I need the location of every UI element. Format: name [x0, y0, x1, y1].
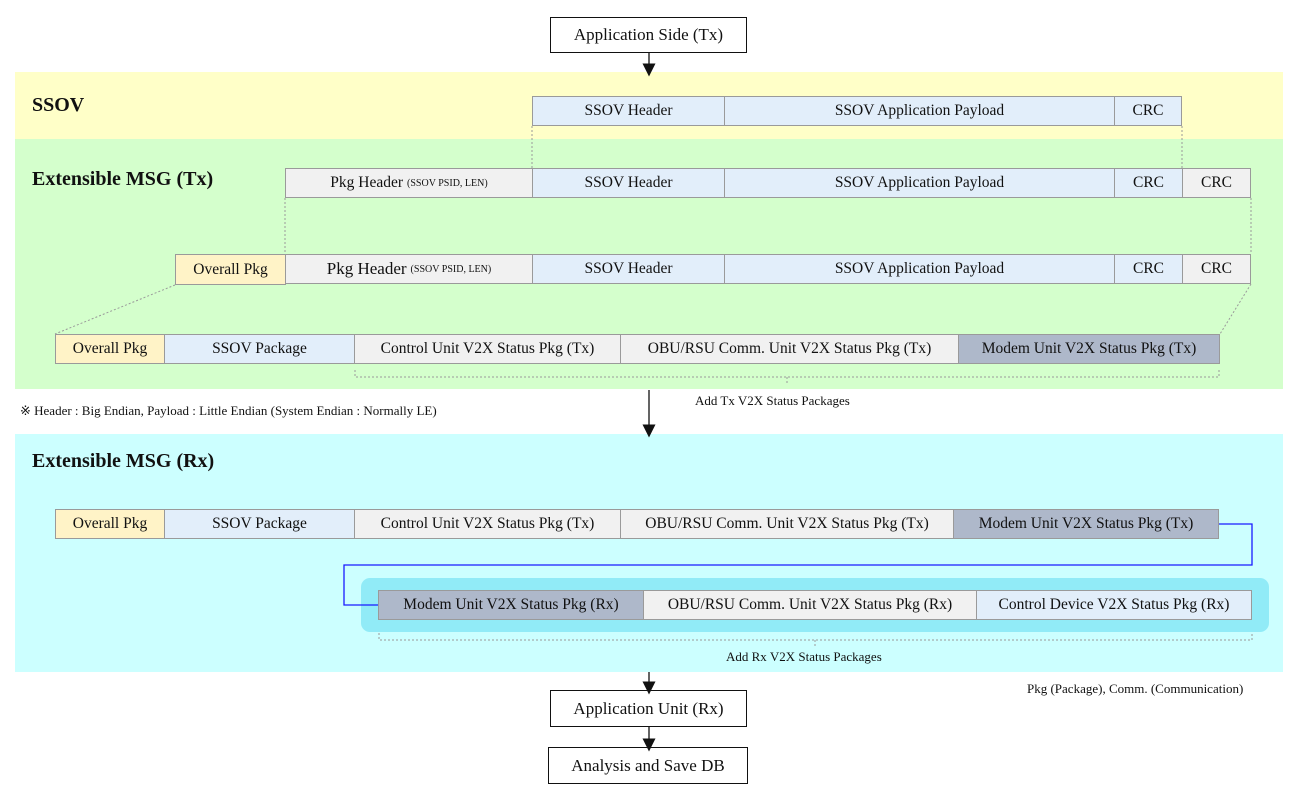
- tx-row3-modem-unit-cell: Modem Unit V2X Status Pkg (Tx): [958, 334, 1220, 364]
- rx-row1-obu-rsu-cell: OBU/RSU Comm. Unit V2X Status Pkg (Tx): [620, 509, 954, 539]
- add-tx-status-packages-note: Add Tx V2X Status Packages: [695, 393, 850, 408]
- application-unit-rx-label: Application Unit (Rx): [573, 698, 724, 718]
- tx-row3-ssov-package-label: SSOV Package: [212, 340, 307, 357]
- ssov-header-label: SSOV Header: [584, 102, 673, 119]
- tx-row1-ssov-header-label: SSOV Header: [584, 174, 673, 191]
- analysis-save-db-label: Analysis and Save DB: [571, 755, 725, 775]
- rx-row1-ssov-package-cell: SSOV Package: [164, 509, 355, 539]
- tx-row2-pkg-crc-label: CRC: [1200, 260, 1232, 277]
- modem-link-line: [343, 523, 1253, 606]
- ssov-payload-label: SSOV Application Payload: [834, 102, 1005, 119]
- rx-row1-control-unit-cell: Control Unit V2X Status Pkg (Tx): [354, 509, 621, 539]
- tx-row2-payload-cell: SSOV Application Payload: [724, 254, 1115, 284]
- tx-row1-payload-cell: SSOV Application Payload: [724, 168, 1115, 198]
- tx-row1-crc-cell: CRC: [1114, 168, 1183, 198]
- extensible-msg-rx-band: [15, 434, 1283, 672]
- application-side-tx-label: Application Side (Tx): [573, 25, 724, 44]
- tx-row2-payload-label: SSOV Application Payload: [834, 260, 1005, 277]
- rx-row1-overall-pkg-cell: Overall Pkg: [55, 509, 165, 539]
- tx-row2-pkg-crc-cell: CRC: [1182, 254, 1251, 284]
- tx-row2-pkg-header-detail: (SSOV PSID, LEN): [410, 263, 492, 275]
- rx-row1-ssov-package-label: SSOV Package: [212, 515, 307, 532]
- tx-row1-pkg-crc-label: CRC: [1200, 174, 1232, 191]
- expansion-guides: [54, 126, 1252, 335]
- ssov-section-title: SSOV: [32, 94, 85, 116]
- tx-row3-overall-pkg-cell: Overall Pkg: [55, 334, 165, 364]
- tx-row2-crc-label: CRC: [1132, 260, 1164, 277]
- tx-row2-ssov-header-cell: SSOV Header: [532, 254, 725, 284]
- tx-row1-pkg-crc-cell: CRC: [1182, 168, 1251, 198]
- rx-row1-modem-unit-label: Modem Unit V2X Status Pkg (Tx): [978, 515, 1194, 532]
- rx-row2-modem-unit-label: Modem Unit V2X Status Pkg (Rx): [403, 596, 619, 613]
- rx-row2-control-device-cell: Control Device V2X Status Pkg (Rx): [976, 590, 1252, 620]
- ssov-payload-cell: SSOV Application Payload: [724, 96, 1115, 126]
- extensible-msg-rx-title: Extensible MSG (Rx): [32, 450, 215, 472]
- rx-row1-obu-rsu-label: OBU/RSU Comm. Unit V2X Status Pkg (Tx): [645, 515, 929, 532]
- rx-row2-obu-rsu-cell: OBU/RSU Comm. Unit V2X Status Pkg (Rx): [643, 590, 977, 620]
- rx-row1-control-unit-label: Control Unit V2X Status Pkg (Tx): [380, 515, 595, 532]
- tx-row1-ssov-header-cell: SSOV Header: [532, 168, 725, 198]
- add-brackets: [354, 370, 1253, 646]
- tx-row1-pkg-header-detail: (SSOV PSID, LEN): [407, 177, 488, 189]
- tx-row3-modem-unit-label: Modem Unit V2X Status Pkg (Tx): [981, 340, 1197, 357]
- add-rx-status-packages-note: Add Rx V2X Status Packages: [726, 649, 882, 664]
- rx-row1-modem-unit-cell: Modem Unit V2X Status Pkg (Tx): [953, 509, 1219, 539]
- analysis-save-db-box: Analysis and Save DB: [548, 747, 748, 784]
- rx-row1-overall-pkg-label: Overall Pkg: [72, 515, 148, 532]
- ssov-header-cell: SSOV Header: [532, 96, 725, 126]
- ssov-crc-label: CRC: [1132, 102, 1164, 119]
- abbreviation-note: Pkg (Package), Comm. (Communication): [1027, 681, 1244, 696]
- tx-row1-payload-label: SSOV Application Payload: [834, 174, 1005, 191]
- tx-row2-ssov-header-label: SSOV Header: [584, 260, 673, 277]
- tx-row3-control-unit-cell: Control Unit V2X Status Pkg (Tx): [354, 334, 621, 364]
- endian-note: ※ Header : Big Endian, Payload : Little …: [20, 403, 437, 418]
- tx-row1-pkg-header-label: Pkg Header: [330, 174, 404, 191]
- tx-row2-crc-cell: CRC: [1114, 254, 1183, 284]
- tx-row1-crc-label: CRC: [1132, 174, 1164, 191]
- rx-row2-modem-unit-cell: Modem Unit V2X Status Pkg (Rx): [378, 590, 644, 620]
- extensible-msg-tx-title: Extensible MSG (Tx): [32, 168, 214, 190]
- tx-row3-ssov-package-cell: SSOV Package: [164, 334, 355, 364]
- tx-row2-pkg-header-cell: Pkg Header (SSOV PSID, LEN): [285, 254, 533, 284]
- rx-row2-obu-rsu-label: OBU/RSU Comm. Unit V2X Status Pkg (Rx): [667, 596, 953, 613]
- ssov-crc-cell: CRC: [1114, 96, 1182, 126]
- tx-row3-obu-rsu-label: OBU/RSU Comm. Unit V2X Status Pkg (Tx): [647, 340, 932, 357]
- tx-row3-overall-pkg-label: Overall Pkg: [72, 340, 148, 357]
- tx-row2-overall-pkg-label: Overall Pkg: [193, 260, 268, 278]
- tx-row1-pkg-header-cell: Pkg Header (SSOV PSID, LEN): [285, 168, 533, 198]
- application-side-tx-box: Application Side (Tx): [550, 17, 747, 53]
- rx-row2-control-device-label: Control Device V2X Status Pkg (Rx): [998, 596, 1230, 613]
- tx-row3-obu-rsu-cell: OBU/RSU Comm. Unit V2X Status Pkg (Tx): [620, 334, 959, 364]
- tx-row2-pkg-header-label: Pkg Header: [326, 259, 407, 278]
- tx-row3-control-unit-label: Control Unit V2X Status Pkg (Tx): [380, 340, 595, 357]
